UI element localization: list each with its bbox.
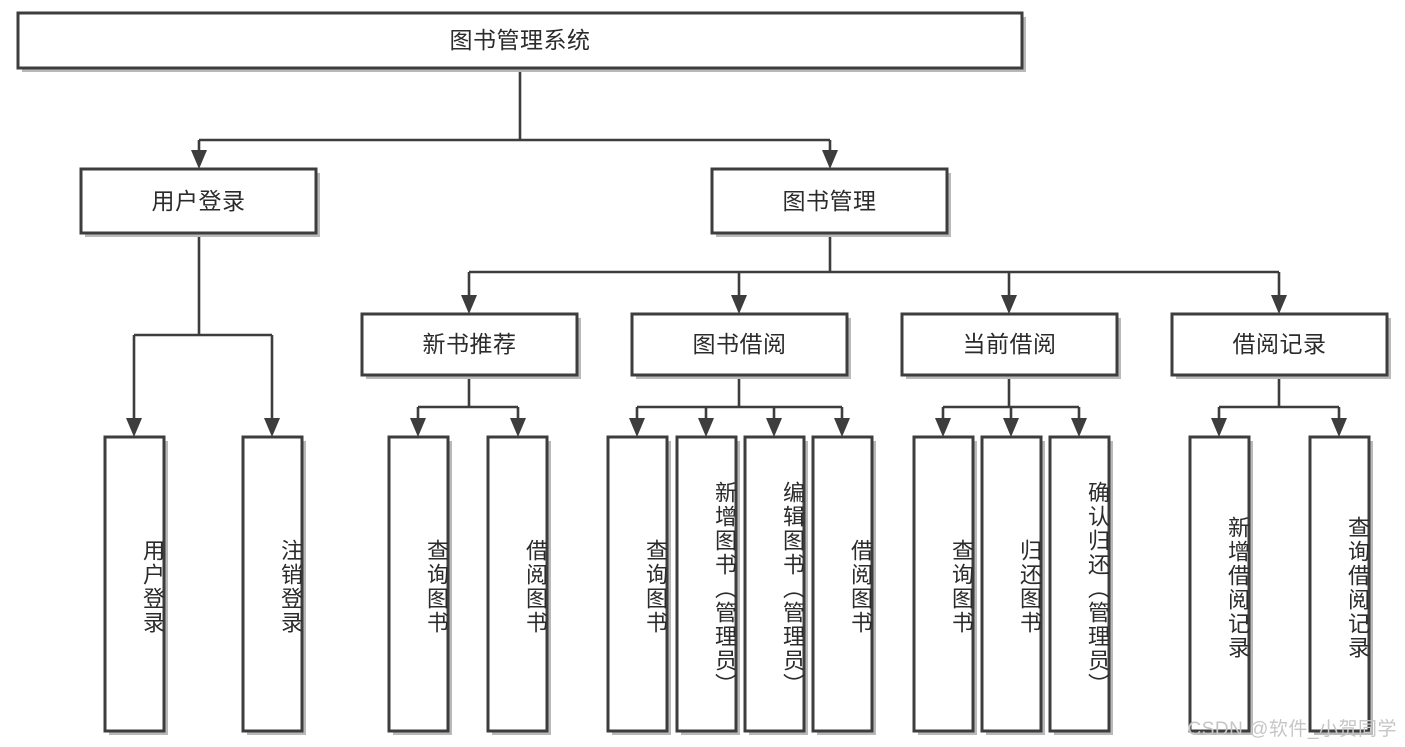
- arrow-head-leaf-add-record: [1211, 418, 1227, 437]
- arrow-head-new-book-rec: [461, 295, 477, 314]
- node-box-leaf-5[interactable]: [675, 435, 738, 733]
- arrow-head-leaf-logout: [264, 418, 280, 437]
- arrow-head-leaf-query-record: [1331, 418, 1347, 437]
- arrow-head-book-manage: [822, 150, 838, 169]
- arrow-head-leaf-borrow-book-1: [510, 418, 526, 437]
- node-box-leaf-9[interactable]: [980, 435, 1043, 733]
- node-box-borrow-record[interactable]: [1170, 312, 1389, 377]
- node-box-leaf-3[interactable]: [486, 435, 549, 733]
- node-box-root[interactable]: [16, 11, 1024, 70]
- arrow-head-leaf-borrow-book-2: [834, 418, 850, 437]
- node-box-leaf-11[interactable]: [1188, 435, 1251, 733]
- arrow-head-leaf-return-book: [1003, 418, 1019, 437]
- arrow-head-user-login: [191, 150, 207, 169]
- node-box-leaf-2[interactable]: [387, 435, 450, 733]
- csdn-watermark: CSDN @软件_小贺同学: [1187, 719, 1397, 740]
- arrow-head-leaf-query-book-1: [410, 418, 426, 437]
- arrow-head-borrow-record: [1271, 295, 1287, 314]
- node-box-book-borrow[interactable]: [630, 312, 849, 377]
- node-box-leaf-10[interactable]: [1048, 435, 1111, 733]
- node-box-user-login[interactable]: [79, 167, 318, 235]
- node-box-current-borrow[interactable]: [900, 312, 1119, 377]
- arrow-head-leaf-edit-book: [766, 418, 782, 437]
- arrow-head-leaf-query-book-2: [629, 418, 645, 437]
- arrow-head-book-borrow: [731, 295, 747, 314]
- node-box-book-manage[interactable]: [710, 167, 949, 235]
- node-box-leaf-6[interactable]: [743, 435, 806, 733]
- arrow-head-leaf-user-login: [126, 418, 142, 437]
- edges-layer: [126, 68, 1347, 437]
- node-box-leaf-12[interactable]: [1308, 435, 1371, 733]
- arrow-head-leaf-query-book-3: [935, 418, 951, 437]
- arrow-head-current-borrow: [1001, 295, 1017, 314]
- node-box-leaf-1[interactable]: [241, 435, 304, 733]
- node-box-leaf-8[interactable]: [912, 435, 975, 733]
- node-box-leaf-0[interactable]: [103, 435, 166, 733]
- nodes-layer: [16, 11, 1391, 735]
- node-box-new-book-rec[interactable]: [360, 312, 579, 377]
- arrow-head-leaf-add-book: [698, 418, 714, 437]
- arrow-head-leaf-confirm-return: [1071, 418, 1087, 437]
- node-box-leaf-7[interactable]: [811, 435, 874, 733]
- node-box-leaf-4[interactable]: [606, 435, 669, 733]
